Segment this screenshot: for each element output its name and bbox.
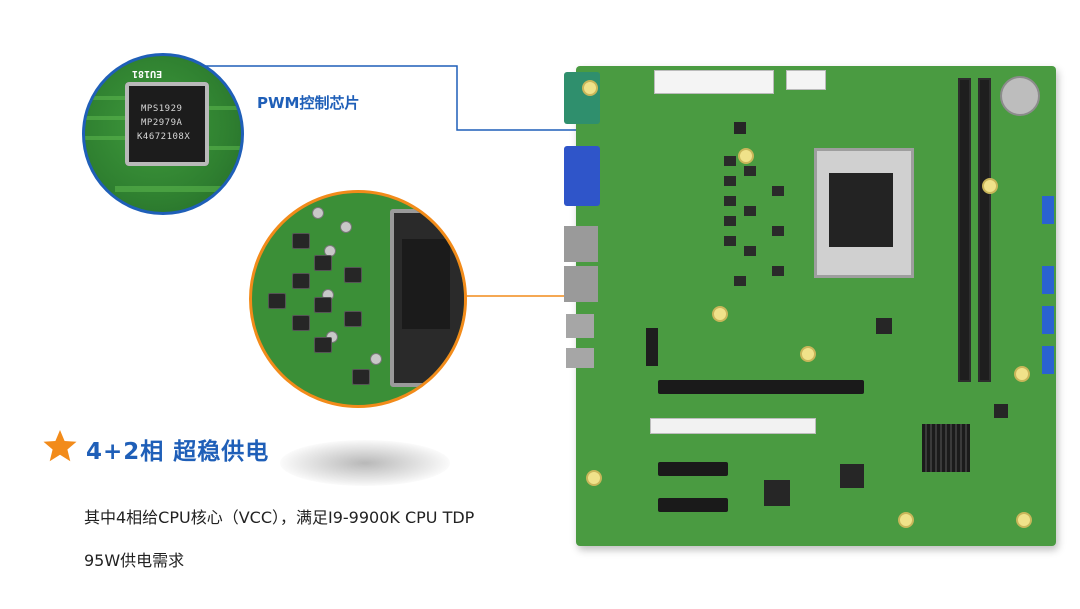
small-ic [994,404,1008,418]
cpu-socket [814,148,914,278]
pcie-x1-slot-2 [658,498,728,512]
usb-port [566,314,594,338]
pwm-chip-zoom: EU181 MPS1929 MP2979A K4672108X [82,53,244,215]
vga-port [564,146,600,206]
vrm-zoom [249,190,467,408]
sata-port-2 [1042,266,1054,294]
chip-silk-label: EU181 [132,68,163,79]
dimm-slot-2 [978,78,991,382]
m2-slot [646,328,658,366]
pwm-callout-label: PWM控制芯片 [257,94,360,112]
chip-marking-3: K4672108X [137,132,191,142]
io-chip [764,480,790,506]
audio-port [566,348,594,368]
pwm-chip: MPS1929 MP2979A K4672108X [125,82,209,166]
sata-port-1 [1042,196,1054,224]
dimm-slot-1 [958,78,971,382]
feature-description-line-2: 95W供电需求 [84,551,185,570]
lan-port-2 [564,266,598,302]
cpu-socket-core [402,239,450,329]
com-port [564,72,600,124]
super-io-chip [840,464,864,488]
cmos-battery [1000,76,1040,116]
feature-title: 4+2相 超稳供电 [86,439,270,465]
pci-slot [650,418,816,434]
sata-port-3 [1042,306,1054,334]
chipset-heatsink [922,424,970,472]
star-icon [43,430,77,462]
title-shadow [280,440,450,486]
chip-marking-2: MP2979A [141,118,183,128]
feature-description-line-1: 其中4相给CPU核心（VCC），满足I9-9900K CPU TDP [84,508,475,527]
sata-port-4 [1042,346,1054,374]
lan-port-1 [564,226,598,262]
chip-marking-1: MPS1929 [141,104,183,114]
pwm-chip-on-board [734,122,746,134]
lan-chip [876,318,892,334]
motherboard-image [564,66,1056,546]
pcie-x1-slot-1 [658,462,728,476]
atx-power-connector [654,70,774,94]
cpu-power-connector [786,70,826,90]
pcie-x16-slot [658,380,864,394]
